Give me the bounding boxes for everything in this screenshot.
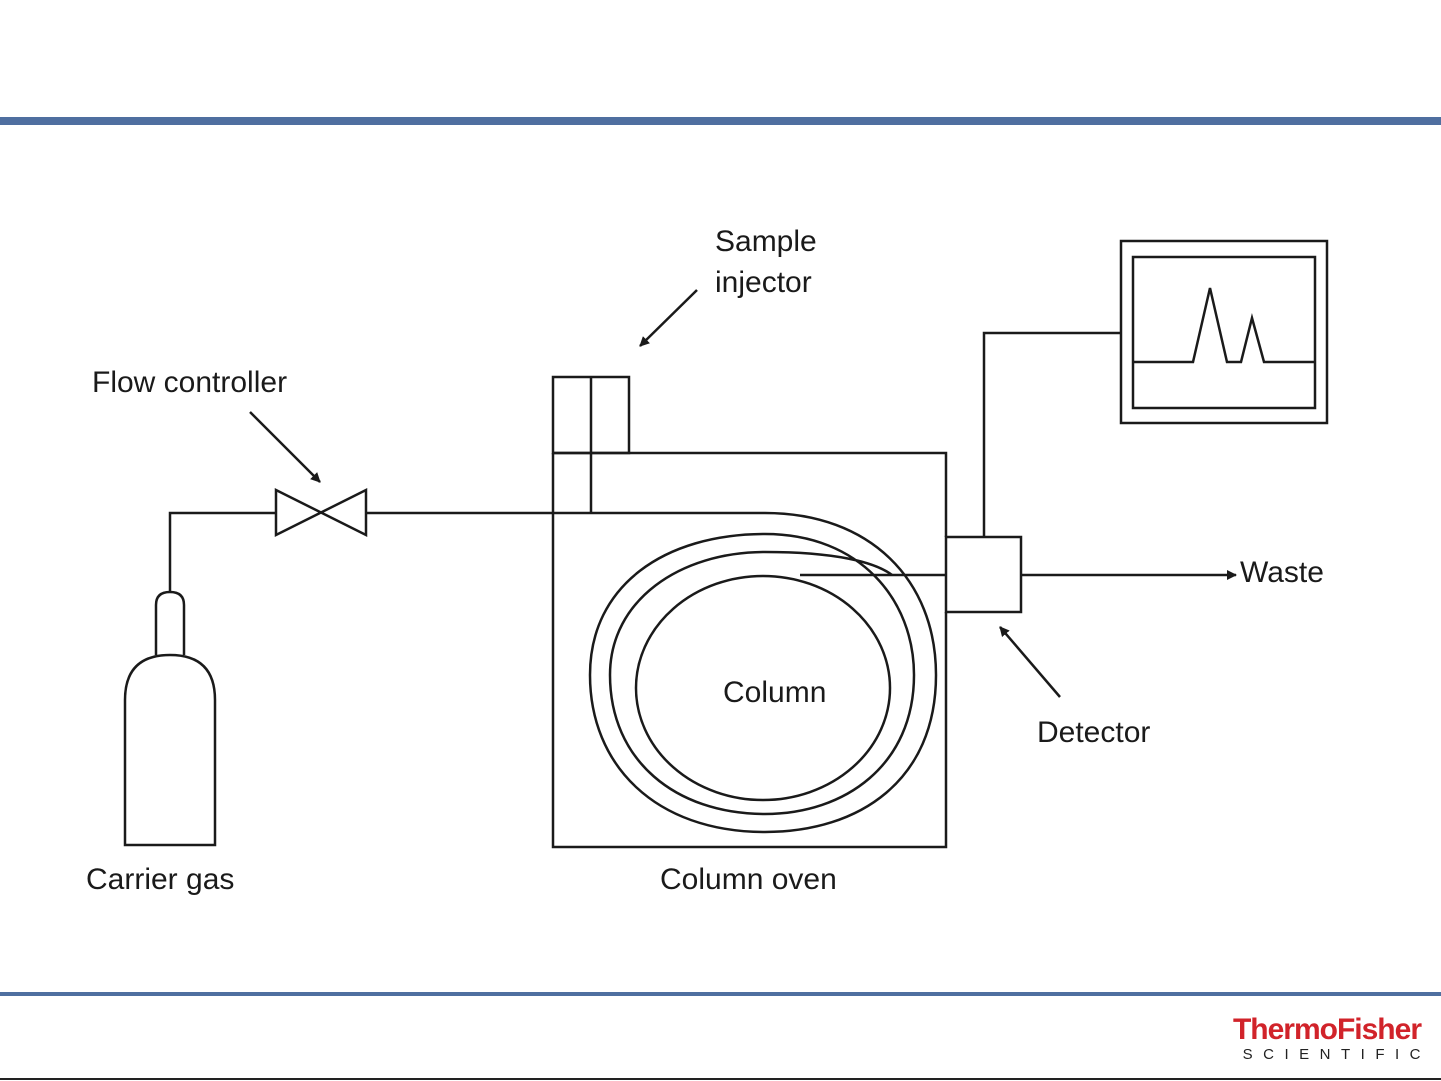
flow-controller-label: Flow controller xyxy=(92,366,287,399)
detector-pointer xyxy=(1000,627,1060,697)
detector xyxy=(946,537,1021,612)
logo-brand-text: ThermoFisher xyxy=(1233,1014,1421,1046)
column-oven-label: Column oven xyxy=(660,863,837,896)
waste-label: Waste xyxy=(1240,556,1324,589)
recorder-display xyxy=(1121,241,1327,423)
sample-injector-label-line1: Sample xyxy=(715,225,817,258)
chromatogram-trace xyxy=(1133,288,1315,362)
flow-controller-pointer xyxy=(250,412,320,482)
carrier-gas-cylinder xyxy=(125,592,215,845)
signal-line xyxy=(984,333,1121,537)
column-label: Column xyxy=(723,676,826,709)
logo-sub-text: SCIENTIFIC xyxy=(1233,1046,1431,1064)
detector-label: Detector xyxy=(1037,716,1150,749)
sample-injector xyxy=(553,377,629,513)
thermo-fisher-logo: ThermoFisher SCIENTIFIC xyxy=(1233,1014,1421,1064)
column-coil xyxy=(590,513,936,832)
sample-injector-pointer xyxy=(640,290,697,346)
sample-injector-label-line2: injector xyxy=(715,266,812,299)
gas-line-cylinder-to-valve xyxy=(170,513,276,592)
flow-controller-valve xyxy=(276,490,366,535)
carrier-gas-label: Carrier gas xyxy=(86,863,234,896)
